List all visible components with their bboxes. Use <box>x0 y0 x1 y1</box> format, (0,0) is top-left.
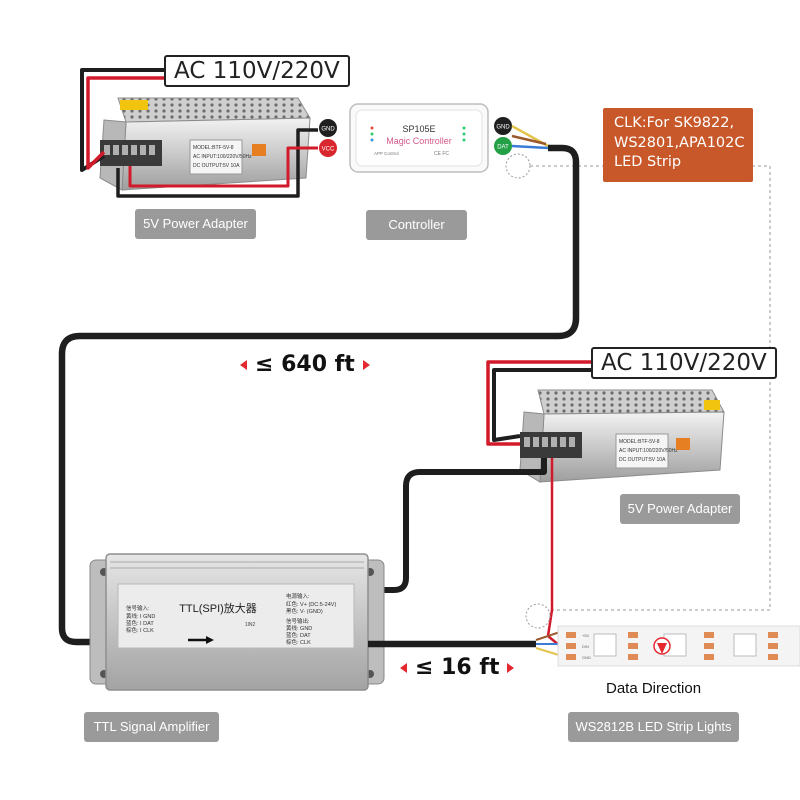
dc-gnd-wire-top <box>116 128 318 198</box>
clk-note-line-2: WS2801,APA102C <box>614 134 745 151</box>
controller-gnd-terminal-out <box>494 117 512 135</box>
rating-plate-line-3: DC OUTPUT:5V 10A <box>619 457 666 463</box>
ac-neutral-wire-top <box>86 76 164 170</box>
controller-brand-text: Magic Controller <box>386 136 452 146</box>
distance-value-640ft: ≤ 640 ft <box>255 352 355 377</box>
status-led-icon <box>462 138 466 142</box>
controller-gnd-label-in: GND <box>321 127 335 133</box>
status-led-icon <box>370 132 374 136</box>
amp-output-header: 信号输出: <box>286 617 310 625</box>
arrow-right-head-icon <box>206 636 214 644</box>
status-led-icon <box>370 138 374 142</box>
warning-sticker-icon <box>120 100 148 110</box>
caption-power-adapter-bottom: 5V Power Adapter <box>620 494 740 524</box>
long-signal-cable <box>58 144 580 646</box>
amp-input-header: 信号输入: <box>126 604 150 612</box>
rating-plate-line-1: MODEL:BTF-5V-8 <box>619 439 660 445</box>
amplifier-power-cable <box>376 458 547 593</box>
data-direction-label: Data Direction <box>606 680 702 697</box>
signal-dat-wire <box>511 144 549 150</box>
arrow-left-icon <box>400 662 407 673</box>
amp-power-line-1: 红色: V+ (DC:5-24V) <box>286 600 336 608</box>
rating-plate <box>189 139 243 175</box>
ac-input-label-bottom: AC 110V/220V <box>591 347 777 379</box>
ac-input-label-top: AC 110V/220V <box>164 55 350 87</box>
rating-plate-line-3: DC OUTPUT:5V 10A <box>193 163 240 169</box>
strip-pad-label: +5V <box>582 633 590 638</box>
controller-dat-label: DAT <box>497 145 509 151</box>
warning-sticker-icon <box>704 400 720 410</box>
controller-model-text: SP105E <box>402 124 435 134</box>
amplifier-label-plate <box>117 583 355 649</box>
ws2812b-led-strip: +5V DIN GND <box>557 625 800 667</box>
amplifier-model-tag: 1IN2 <box>245 622 256 628</box>
cert-sticker-icon <box>252 144 266 156</box>
distance-label-16ft: ≤ 16 ft <box>400 655 515 680</box>
controller-cert-text: CE FC <box>434 151 449 157</box>
ac-neutral-wire-bottom <box>486 360 592 446</box>
caption-power-adapter-top: 5V Power Adapter <box>135 209 256 239</box>
status-led-icon <box>462 126 466 130</box>
controller-dat-terminal <box>494 137 512 155</box>
clk-wire-callout-circle-bottom <box>525 603 551 629</box>
strip-pad-label: DIN <box>582 644 589 649</box>
clk-wire-dashed-route <box>530 165 771 611</box>
amp-input-line-3: 棕色: I CLK <box>126 626 154 634</box>
controller-gnd-label-out: GND <box>496 125 510 131</box>
rating-plate-line-2: AC INPUT:100/220V/50Hz <box>193 154 252 160</box>
caption-ttl-amplifier: TTL Signal Amplifier <box>84 712 219 742</box>
sp105e-controller: SP105E Magic Controller APP Control CE F… <box>349 103 489 173</box>
amp-input-line-2: 蓝色: I DAT <box>126 619 154 627</box>
clk-note-line-1: CLK:For SK9822, <box>614 115 735 131</box>
ac-live-wire-bottom <box>492 368 592 442</box>
amp-output-line-2: 蓝色: DAT <box>286 631 311 639</box>
status-led-icon <box>370 126 374 130</box>
distance-value-16ft: ≤ 16 ft <box>415 655 500 680</box>
amp-output-line-3: 棕色: CLK <box>286 638 311 646</box>
rating-plate <box>615 433 669 469</box>
led-chip <box>733 633 757 657</box>
controller-vcc-terminal <box>319 139 337 157</box>
clk-wire-callout-circle <box>505 153 531 179</box>
clk-note-line-3: LED Strip <box>614 154 682 170</box>
controller-gnd-terminal-in <box>319 119 337 137</box>
amplifier-title: TTL(SPI)放大器 <box>179 601 257 615</box>
caption-led-strip: WS2812B LED Strip Lights <box>568 712 739 742</box>
clk-note-box: CLK:For SK9822, WS2801,APA102C LED Strip <box>603 108 753 182</box>
controller-app-text: APP Control <box>374 151 399 156</box>
strip-pad-label: GND <box>582 655 591 660</box>
arrow-right-icon <box>507 662 515 673</box>
led-chip <box>593 633 617 657</box>
dc-vcc-wire-top <box>128 146 318 188</box>
amp-input-line-1: 黄线: I GND <box>126 612 155 620</box>
arrow-left-icon <box>240 359 247 370</box>
signal-clk-wire <box>511 134 547 146</box>
amp-power-line-2: 黑色: V- (GND) <box>286 607 323 615</box>
strip-clk-wire <box>535 631 561 641</box>
power-adapter-top: MODEL:BTF-5V-8 AC INPUT:100/220V/50Hz DC… <box>99 97 311 191</box>
cert-sticker-icon <box>676 438 690 450</box>
power-adapter-bottom: MODEL:BTF-5V-8 AC INPUT:100/220V/50Hz DC… <box>519 389 725 483</box>
status-led-icon <box>462 132 466 136</box>
amp-power-header: 电源输入: <box>286 592 310 600</box>
controller-vcc-label: VCC <box>322 147 335 153</box>
arrow-right-icon <box>362 359 370 370</box>
rating-plate-line-1: MODEL:BTF-5V-8 <box>193 145 234 151</box>
data-direction-arrow-icon <box>657 643 667 654</box>
amp-output-line-1: 黄线: GND <box>286 624 312 632</box>
distance-label-640ft: ≤ 640 ft <box>240 352 370 377</box>
caption-controller: Controller <box>366 210 467 240</box>
ttl-signal-amplifier: TTL(SPI)放大器 1IN2 信号输入: 黄线: I GND 蓝色: I D… <box>89 553 385 691</box>
rating-plate-line-2: AC INPUT:100/220V/50Hz <box>619 448 678 454</box>
strip-power-wire <box>546 458 561 647</box>
